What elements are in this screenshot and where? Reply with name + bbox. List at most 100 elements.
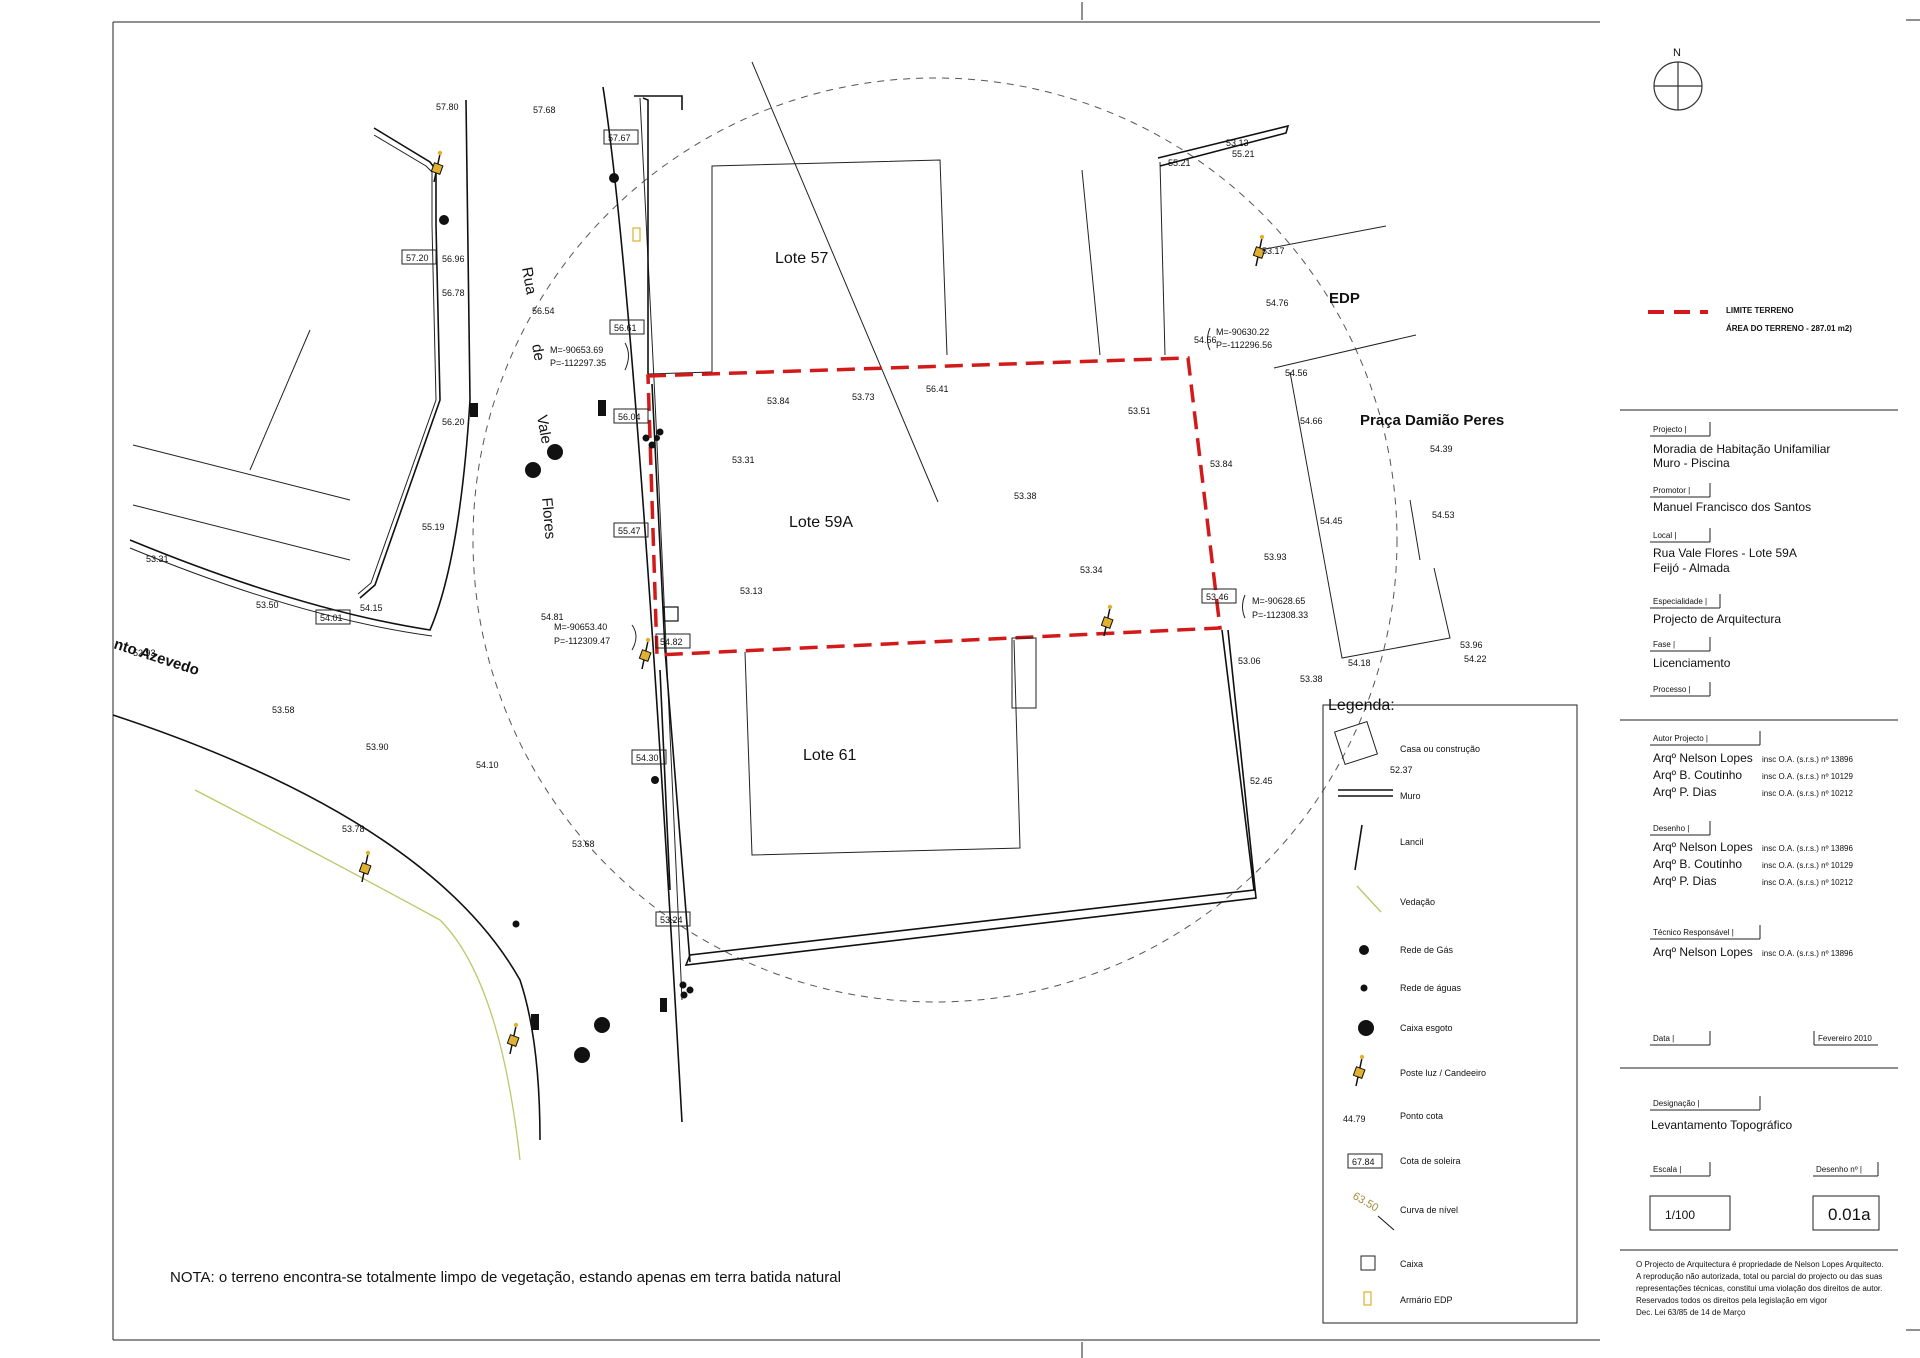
- site-note: NOTA: o terreno encontra-se totalmente l…: [170, 1269, 841, 1286]
- spot-level: 55.19: [422, 522, 445, 532]
- spot-level: 53.51: [1128, 406, 1151, 416]
- lot-61: [684, 629, 1257, 966]
- spot-level: 54.81: [541, 612, 564, 622]
- svg-text:Designação |: Designação |: [1653, 1099, 1700, 1108]
- svg-text:Arqº Nelson Lopes: Arqº Nelson Lopes: [1653, 751, 1753, 765]
- svg-text:Técnico Responsável |: Técnico Responsável |: [1653, 928, 1734, 937]
- sheet-border: [112, 2, 1920, 1358]
- spot-level: 52.93: [133, 648, 156, 658]
- floor-level: 56.04: [618, 412, 641, 422]
- svg-text:Projecto |: Projecto |: [1653, 425, 1687, 434]
- sewer-dot: [547, 444, 563, 460]
- svg-text:1/100: 1/100: [1665, 1208, 1695, 1222]
- spot-level: 56.78: [442, 288, 465, 298]
- spot-level: 54.10: [476, 760, 499, 770]
- spot-level: 53.84: [1210, 459, 1233, 469]
- svg-text:Armário EDP: Armário EDP: [1400, 1295, 1453, 1305]
- svg-text:Casa ou construção: Casa ou construção: [1400, 744, 1480, 754]
- spot-level: 53.96: [1460, 640, 1483, 650]
- svg-text:P=-112309.47: P=-112309.47: [554, 636, 610, 646]
- floor-levels: 57.67 57.20 56.61 56.04 55.47 54.01 54.8…: [315, 129, 1237, 927]
- lot-57: [647, 61, 1290, 503]
- spot-level: 54.76: [1266, 298, 1289, 308]
- svg-text:63.50: 63.50: [1351, 1190, 1381, 1214]
- spot-level: 53.73: [852, 392, 875, 402]
- svg-text:Arqº Nelson Lopes: Arqº Nelson Lopes: [1653, 945, 1753, 959]
- lamp-post-icons: [358, 150, 1266, 1055]
- spot-level: 54.56: [1285, 368, 1308, 378]
- central-street: [602, 86, 691, 1123]
- sewer-dot: [525, 462, 541, 478]
- spot-level: 53.84: [767, 396, 790, 406]
- right-structures: [1259, 225, 1451, 659]
- spot-level: 53.06: [1238, 656, 1261, 666]
- svg-text:67.84: 67.84: [1352, 1157, 1375, 1167]
- street-label-rua: Rua: [518, 266, 540, 297]
- svg-text:Caixa: Caixa: [1400, 1259, 1423, 1269]
- spot-level: 53.78: [342, 824, 365, 834]
- floor-level: 54.01: [320, 613, 343, 623]
- svg-text:insc O.A. (s.r.s.) nº 13896: insc O.A. (s.r.s.) nº 13896: [1762, 844, 1854, 853]
- svg-text:A reprodução não autorizada, t: A reprodução não autorizada, total ou pa…: [1636, 1272, 1882, 1281]
- svg-text:Poste luz / Candeeiro: Poste luz / Candeeiro: [1400, 1068, 1486, 1078]
- spot-level: 56.41: [926, 384, 949, 394]
- svg-text:44.79: 44.79: [1343, 1114, 1366, 1124]
- spot-level: 54.66: [1300, 416, 1323, 426]
- street-label-de: de: [528, 343, 548, 362]
- svg-text:52.37: 52.37: [1390, 765, 1413, 775]
- north-arrow-icon: [1653, 61, 1703, 111]
- spot-level: 53.17: [1262, 246, 1285, 256]
- svg-text:insc O.A. (s.r.s.) nº 10212: insc O.A. (s.r.s.) nº 10212: [1762, 878, 1854, 887]
- svg-text:Arqº P. Dias: Arqº P. Dias: [1653, 785, 1717, 799]
- spot-level: 53.34: [1080, 565, 1103, 575]
- svg-text:Rede de águas: Rede de águas: [1400, 983, 1462, 993]
- spot-level: 52.45: [1250, 776, 1273, 786]
- spot-level: 54.53: [1432, 510, 1455, 520]
- lot-57-label: Lote 57: [775, 250, 828, 267]
- svg-text:Fase |: Fase |: [1653, 640, 1675, 649]
- svg-text:insc O.A. (s.r.s.) nº 10129: insc O.A. (s.r.s.) nº 10129: [1762, 861, 1854, 870]
- svg-text:Data |: Data |: [1653, 1034, 1674, 1043]
- spot-level: 53.31: [146, 554, 169, 564]
- svg-text:Ponto cota: Ponto cota: [1400, 1111, 1443, 1121]
- svg-text:Licenciamento: Licenciamento: [1653, 656, 1731, 670]
- svg-text:Manuel Francisco dos Santos: Manuel Francisco dos Santos: [1653, 500, 1811, 514]
- svg-text:Feijó - Almada: Feijó - Almada: [1653, 561, 1730, 575]
- svg-text:Escala |: Escala |: [1653, 1165, 1681, 1174]
- edp-label: EDP: [1329, 290, 1360, 307]
- title-block: Projecto | Moradia de Habitação Unifamil…: [1620, 409, 1898, 1317]
- square-label: Praça Damião Peres: [1360, 412, 1504, 429]
- svg-text:M=-90653.69: M=-90653.69: [550, 345, 603, 355]
- svg-text:Reservados todos os direitos p: Reservados todos os direitos pela legisl…: [1636, 1296, 1828, 1305]
- water-dot: [439, 215, 449, 225]
- legend-panel: Legenda: Casa ou construção 52.37 Muro L…: [1322, 697, 1578, 1324]
- floor-level: 56.61: [614, 323, 637, 333]
- floor-level: 55.47: [618, 526, 641, 536]
- svg-text:O Projecto de Arquitectura é p: O Projecto de Arquitectura é propriedade…: [1636, 1260, 1884, 1269]
- spot-level: 53.90: [366, 742, 389, 752]
- spot-level: 54.39: [1430, 444, 1453, 454]
- spot-level: 53.93: [1264, 552, 1287, 562]
- svg-text:Vedação: Vedação: [1400, 897, 1435, 907]
- svg-text:Lancil: Lancil: [1400, 837, 1424, 847]
- floor-level: 57.67: [608, 133, 631, 143]
- lot-59a-boundary: [646, 356, 1222, 657]
- svg-text:insc O.A. (s.r.s.) nº 13896: insc O.A. (s.r.s.) nº 13896: [1762, 755, 1854, 764]
- spot-level: 53.68: [572, 839, 595, 849]
- corner-coordinates: M=-90653.69 P=-112297.35 M=-90630.22 P=-…: [550, 327, 1308, 651]
- left-road: [112, 99, 541, 1161]
- svg-text:LIMITE TERRENO: LIMITE TERRENO: [1726, 306, 1794, 315]
- svg-text:Arqº Nelson Lopes: Arqº Nelson Lopes: [1653, 840, 1753, 854]
- spot-level: 56.96: [442, 254, 465, 264]
- svg-text:M=-90628.65: M=-90628.65: [1252, 596, 1305, 606]
- limit-legend: LIMITE TERRENO ÁREA DO TERRENO - 287.01 …: [1648, 306, 1852, 333]
- street-label-flores: Flores: [538, 497, 559, 540]
- utility-symbols: [439, 173, 694, 1063]
- svg-text:representações técnicas, const: representações técnicas, constitui uma v…: [1636, 1284, 1882, 1293]
- spot-levels: 57.80 57.68 56.96 56.78 56.54 56.20 55.1…: [133, 102, 1487, 849]
- svg-text:Rede de Gás: Rede de Gás: [1400, 945, 1454, 955]
- spot-level: 54.15: [360, 603, 383, 613]
- street-label-azevedo: nto Azevedo: [112, 636, 202, 680]
- lot-59a-label: Lote 59A: [789, 514, 853, 531]
- svg-text:M=-90653.40: M=-90653.40: [554, 622, 607, 632]
